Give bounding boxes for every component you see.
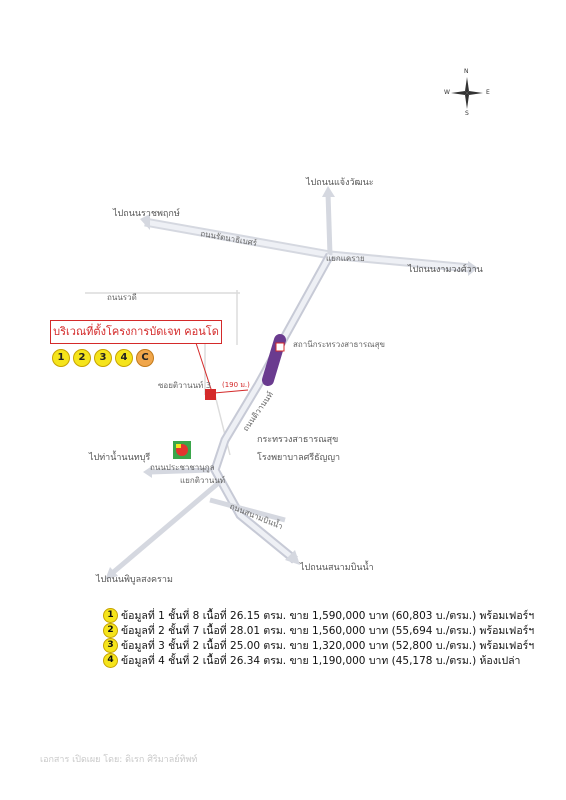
road-prachachuen-label: ถนนประชาชานุกูล — [150, 463, 215, 472]
dest-nonthaburi: ไปท่าน้ำนนทบุรี — [89, 453, 151, 463]
listing-4-number: 4 — [103, 653, 118, 668]
compass-e: E — [486, 89, 490, 96]
dest-ngam-wong-wan: ไปถนนงามวงศ์วาน — [408, 265, 483, 275]
listing-3: 3 ข้อมูลที่ 3 ชั้นที่ 2 เนื้อที่ 25.00 ต… — [103, 637, 534, 654]
road-north — [325, 192, 333, 256]
marker-4: 4 — [115, 349, 133, 367]
listing-2: 2 ข้อมูลที่ 2 ชั้นที่ 7 เนื้อที่ 28.01 ต… — [103, 622, 534, 639]
listing-3-number: 3 — [103, 638, 118, 653]
project-marker — [205, 389, 216, 400]
marker-1: 1 — [52, 349, 70, 367]
junction-tiwanon: แยกติวานนท์ — [180, 476, 226, 485]
listing-4: 4 ข้อมูลที่ 4 ชั้นที่ 2 เนื้อที่ 26.34 ต… — [103, 652, 520, 669]
marker-legend: 1 2 3 4 C — [52, 349, 154, 367]
listing-3-text: ข้อมูลที่ 3 ชั้นที่ 2 เนื้อที่ 25.00 ตรม… — [121, 640, 535, 652]
listing-1: 1 ข้อมูลที่ 1 ชั้นที่ 8 เนื้อที่ 26.15 ต… — [103, 607, 534, 624]
dest-sanambinnam: ไปถนนสนามบินน้ำ — [300, 563, 374, 573]
hospital-label: โรงพยาบาลศรีธัญญา — [257, 453, 341, 463]
compass-s: S — [465, 110, 469, 117]
soi-label: ซอยติวานนท์ 3 — [158, 381, 211, 390]
compass-n: N — [464, 68, 469, 75]
listing-1-text: ข้อมูลที่ 1 ชั้นที่ 8 เนื้อที่ 26.15 ตรม… — [121, 610, 535, 622]
dest-chaeng-watthana: ไปถนนแจ้งวัฒนะ — [306, 178, 374, 188]
compass: N S W E — [444, 68, 490, 117]
dest-phibun-songkhram: ไปถนนพิบูลสงคราม — [96, 575, 173, 585]
listing-2-text: ข้อมูลที่ 2 ชั้นที่ 7 เนื้อที่ 28.01 ตรม… — [121, 625, 535, 637]
listing-2-number: 2 — [103, 623, 118, 638]
marker-c: C — [136, 349, 154, 367]
distance-label: (190 ม.) — [222, 381, 250, 389]
listing-4-text: ข้อมูลที่ 4 ชั้นที่ 2 เนื้อที่ 26.34 ตรม… — [121, 655, 521, 667]
dest-ratchaphruek: ไปถนนราชพฤกษ์ — [113, 209, 180, 219]
road-a-label: ถนนรวดี — [107, 293, 137, 302]
marker-3: 3 — [94, 349, 112, 367]
junction-khae-rai: แยกแคราย — [326, 254, 365, 263]
compass-w: W — [444, 89, 450, 96]
project-callout: บริเวณที่ตั้งโครงการบัดเจท คอนโด — [50, 320, 222, 344]
listing-1-number: 1 — [103, 608, 118, 623]
mall-marker — [173, 441, 191, 459]
footer-note: เอกสาร เปิดเผย โดย: ดิเรก ศิริมาลย์ทิพท์ — [40, 755, 198, 765]
ministry-label: กระทรวงสาธารณสุข — [257, 435, 339, 445]
marker-2: 2 — [73, 349, 91, 367]
station-label: สถานีกระทรวงสาธารณสุข — [293, 340, 385, 349]
station-marker — [262, 334, 286, 386]
